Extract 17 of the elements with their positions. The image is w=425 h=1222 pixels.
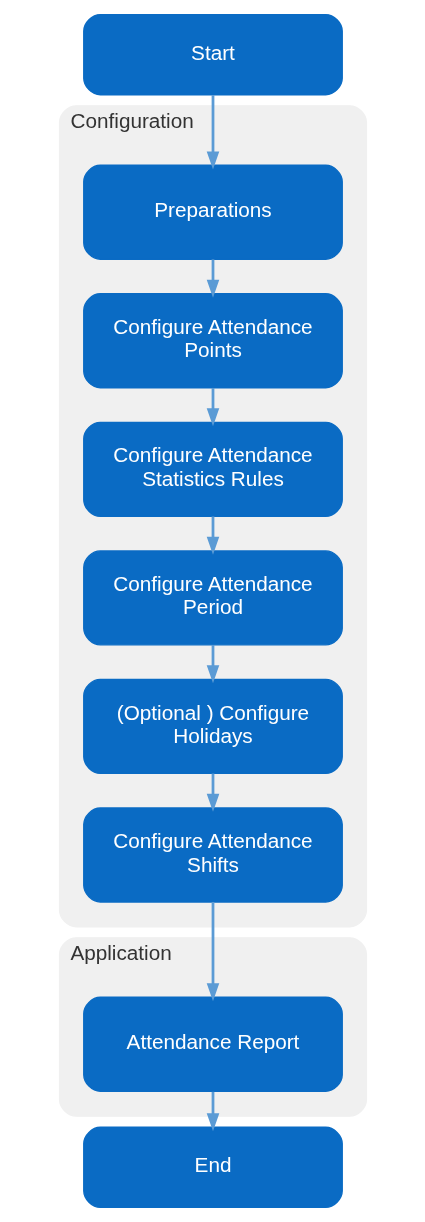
node-box: End [82,1126,343,1209]
arrow [206,773,219,812]
node-box: Configure Attendance Statistics Rules [82,421,343,518]
node-box: Configure Attendance Points [82,293,343,389]
arrow [206,95,219,170]
node-box: Preparations [82,164,343,260]
arrow [206,1091,219,1132]
arrow [206,901,219,1002]
arrow [206,516,219,555]
node-box: Configure Attendance Shifts [82,807,343,903]
node-box: Start [82,13,343,96]
arrow [206,259,219,298]
node-box: Attendance Report [82,996,343,1092]
node-box: Configure Attendance Period [82,550,343,646]
node-box: (Optional ) Configure Holidays [82,678,343,775]
arrow [206,387,219,427]
arrow [206,645,219,684]
